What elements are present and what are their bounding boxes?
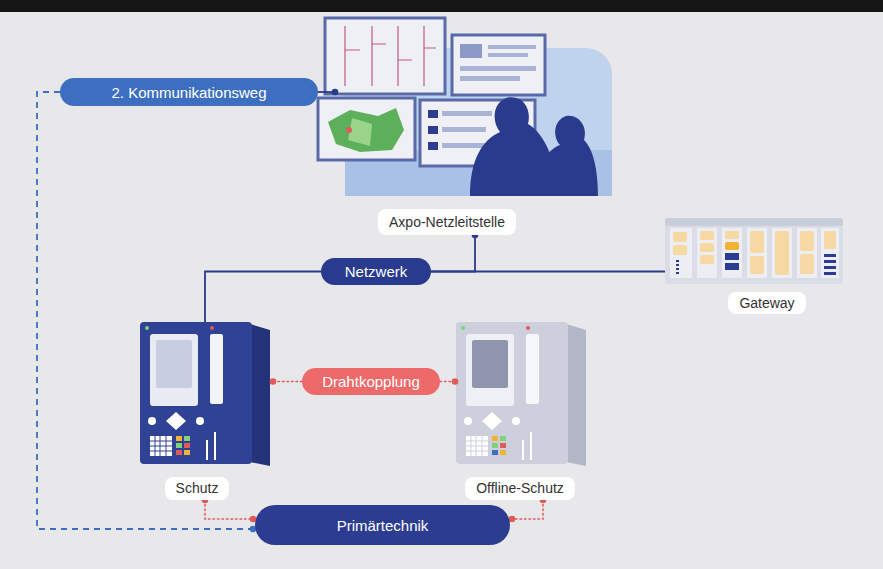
connector: [273, 381, 302, 383]
gateway-node: Gateway: [665, 215, 843, 314]
top-bar: [0, 0, 883, 12]
pill-label: Primärtechnik: [337, 517, 429, 534]
connector: [431, 271, 665, 273]
connector-dot: [332, 89, 339, 96]
offline-protection-device: [456, 322, 586, 466]
pill-label: Drahtkopplung: [322, 373, 420, 390]
pill-label: Netzwerk: [345, 263, 408, 280]
coupling-pill: Drahtkopplung: [302, 368, 440, 395]
offline-protection-node: Offline-Schutz: [455, 322, 590, 500]
caption-tag: Axpo-Netzleitstelle: [378, 209, 516, 235]
caption-tag: Schutz: [165, 477, 230, 500]
connector: [37, 92, 253, 529]
control-room: [318, 18, 612, 196]
connector: [431, 235, 475, 272]
protection-device: [140, 322, 270, 466]
primary-pill: Primärtechnik: [255, 505, 510, 545]
connector-dot: [270, 378, 277, 385]
caption-tag: Offline-Schutz: [465, 477, 575, 500]
caption-tag: Gateway: [728, 292, 805, 314]
connector: [205, 500, 253, 519]
connector-dot: [452, 378, 459, 385]
pill-label: 2. Kommunikationsweg: [111, 84, 266, 101]
network-pill: Netzwerk: [321, 258, 431, 285]
connector: [205, 272, 321, 323]
channel-pill: 2. Kommunikationsweg: [60, 78, 318, 106]
control-room-node: Axpo-Netzleitstelle: [335, 15, 560, 235]
gateway-device: [665, 218, 843, 284]
connector: [512, 500, 543, 519]
protection-node: Schutz: [138, 322, 273, 500]
